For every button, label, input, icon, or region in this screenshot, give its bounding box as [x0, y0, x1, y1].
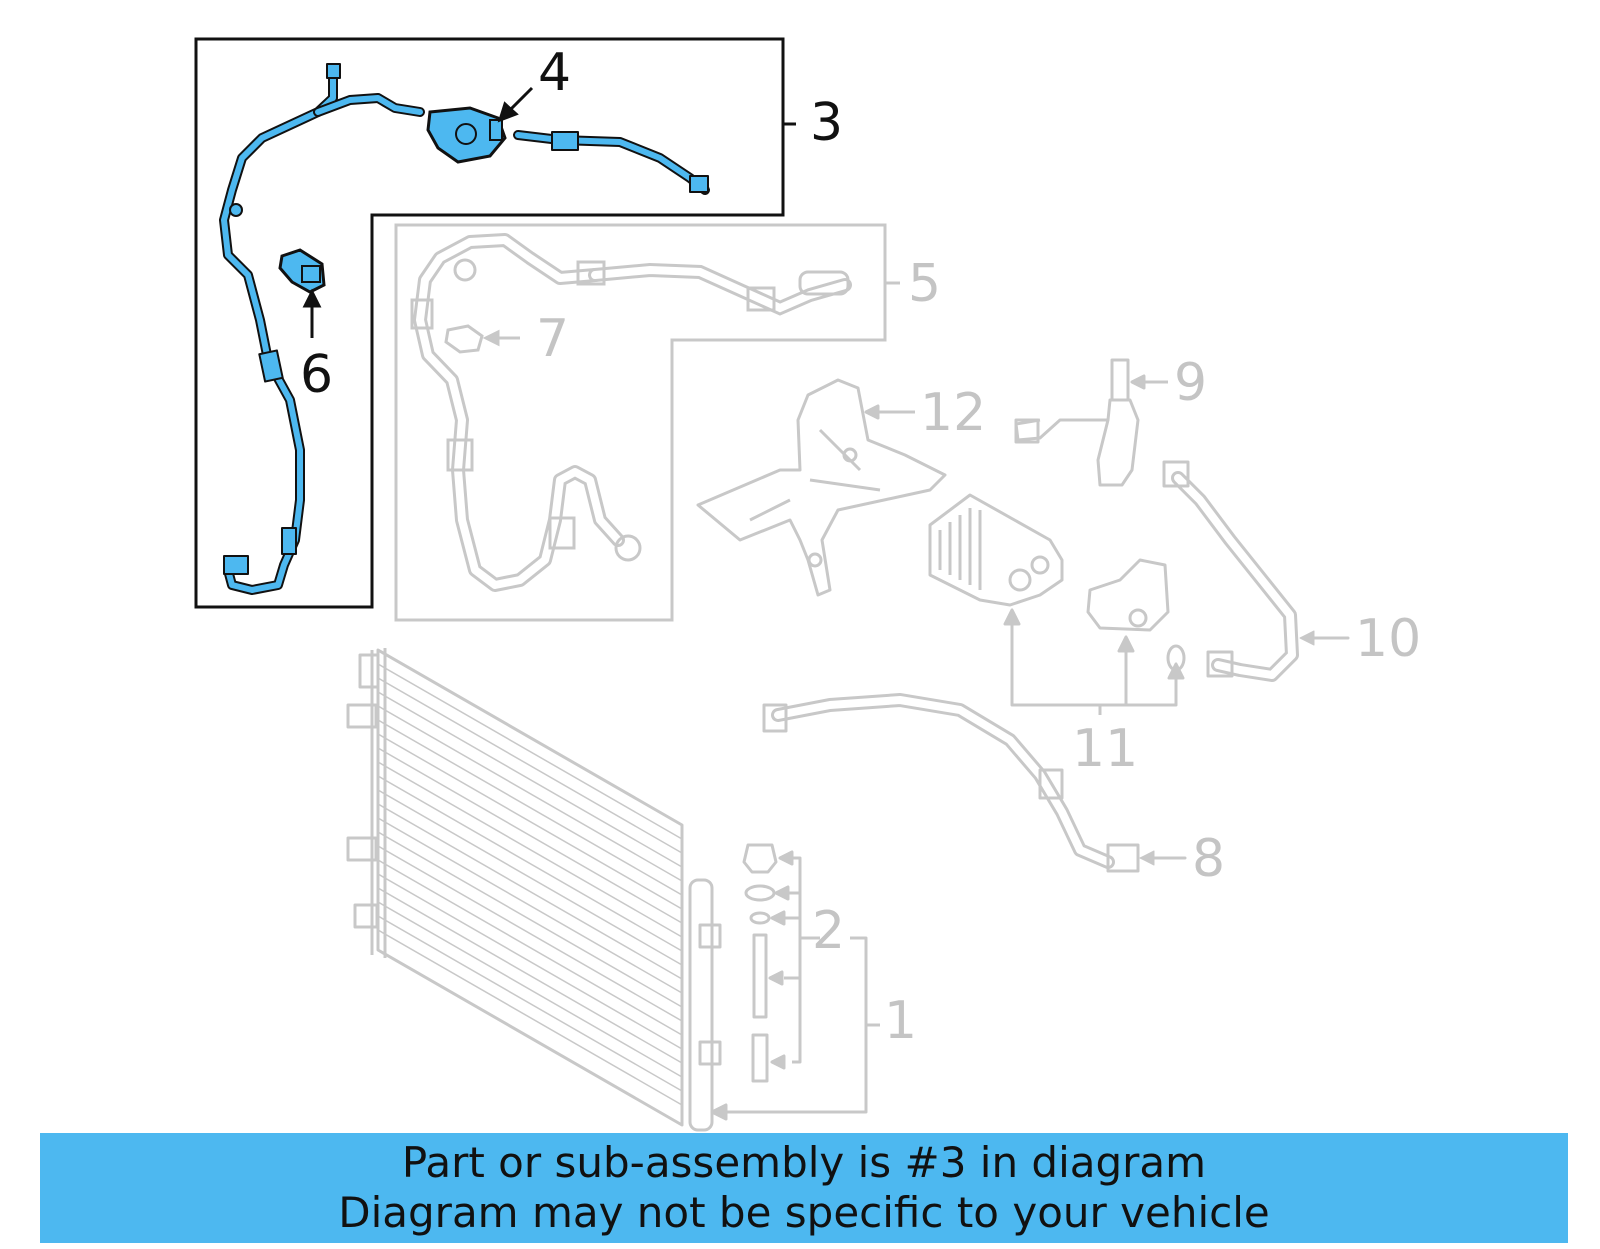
- part-2-receiver-kit[interactable]: [710, 843, 880, 1121]
- ac-hose-line-part-5: [413, 233, 625, 592]
- ac-hose-line-part-5-inner: [416, 236, 622, 589]
- part-4-component[interactable]: [426, 106, 507, 164]
- assembly-5-group[interactable]: [394, 223, 900, 622]
- part-11-valve: [1086, 558, 1170, 632]
- part-8-hose[interactable]: [762, 693, 1187, 873]
- part-12-bracket[interactable]: [696, 378, 947, 597]
- callout-12[interactable]: 12: [920, 383, 986, 443]
- part-1-condenser[interactable]: [346, 648, 722, 1132]
- callout-2[interactable]: 2: [812, 901, 845, 961]
- part-2-leader: [784, 856, 820, 1064]
- callout-3[interactable]: 3: [810, 93, 843, 153]
- part-6-component[interactable]: [278, 248, 326, 294]
- callout-9[interactable]: 9: [1174, 353, 1207, 413]
- part-1-leader: [720, 936, 880, 1114]
- callout-4[interactable]: 4: [538, 43, 571, 103]
- ac-hose-line-part-3[interactable]: [219, 63, 710, 595]
- callout-labels: 3 4 6 5 7 12 9 10 11 8 2 1: [300, 43, 1421, 1051]
- part-10-pipe[interactable]: [1162, 460, 1350, 682]
- assembly-5-outline: [394, 223, 887, 622]
- callout-5[interactable]: 5: [908, 254, 941, 314]
- condenser-core: [376, 648, 684, 1127]
- callout-8[interactable]: 8: [1192, 829, 1225, 889]
- banner-line-1: Part or sub-assembly is #3 in diagram: [401, 1138, 1207, 1187]
- part-11-group[interactable]: [928, 493, 1186, 715]
- callout-1[interactable]: 1: [884, 991, 917, 1051]
- assembly-3-outline: [194, 37, 785, 609]
- callout-10[interactable]: 10: [1355, 609, 1421, 669]
- part-11-heat-exchanger: [928, 493, 1064, 607]
- info-banner: Part or sub-assembly is #3 in diagram Di…: [40, 1133, 1568, 1243]
- callout-leaders-dark: [302, 86, 796, 338]
- callout-7[interactable]: 7: [536, 309, 569, 369]
- part-9-pipe[interactable]: [1014, 358, 1168, 487]
- callout-6[interactable]: 6: [300, 345, 333, 405]
- callout-11[interactable]: 11: [1072, 719, 1138, 779]
- banner-line-2: Diagram may not be specific to your vehi…: [338, 1188, 1270, 1237]
- part-11-leader: [1010, 618, 1178, 715]
- assembly-3-group[interactable]: [194, 37, 796, 609]
- part-7-component[interactable]: [444, 324, 484, 354]
- condenser-fins: [377, 663, 683, 1106]
